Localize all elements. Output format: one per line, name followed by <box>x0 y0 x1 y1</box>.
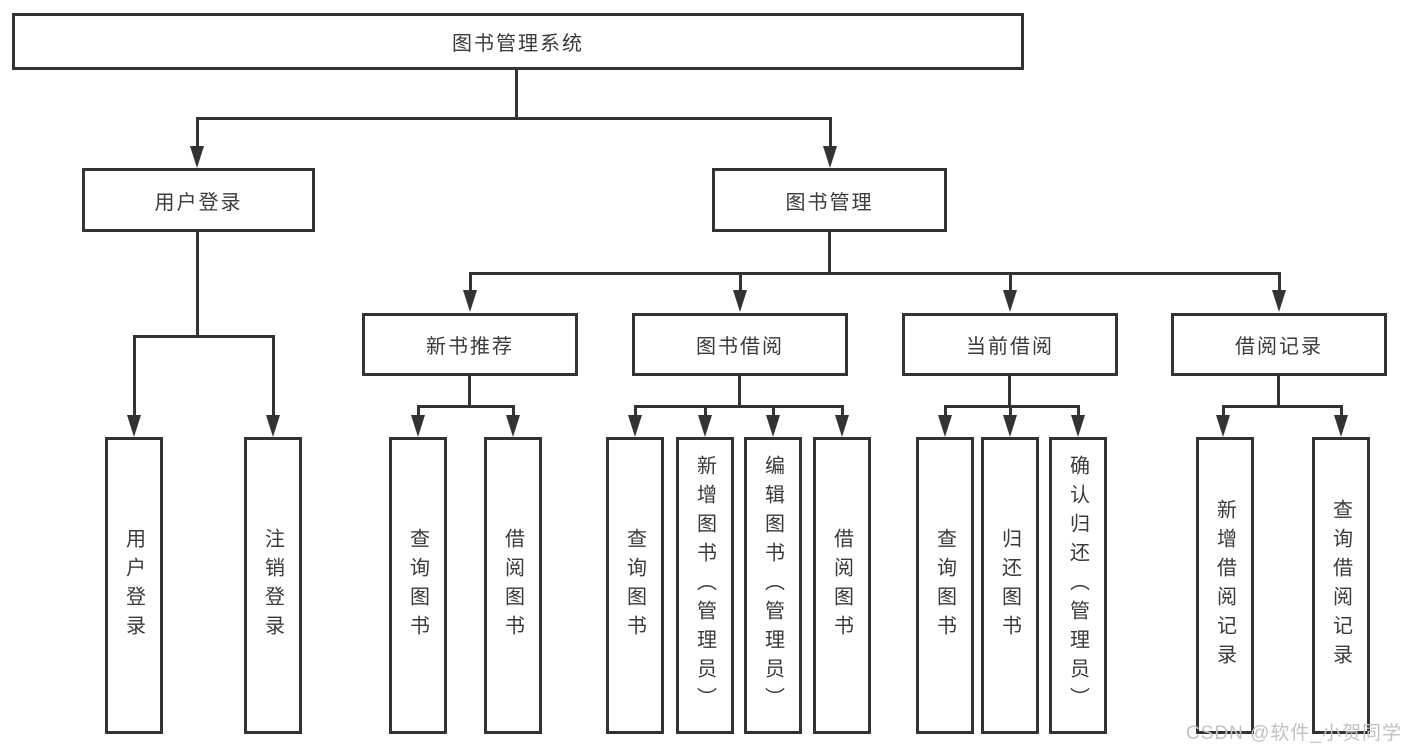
connector-line-stem <box>1340 405 1343 419</box>
leaf-br-query-borrow-record: 查询借阅记录 <box>1312 437 1370 734</box>
csdn-watermark: CSDN @软件_小贺同学 <box>1186 723 1402 744</box>
node-borrow-record-label: 借阅记录 <box>1235 336 1323 358</box>
connector-line-stem <box>417 405 420 419</box>
arrow-down-icon <box>733 290 747 312</box>
arrow-down-icon <box>938 415 952 437</box>
arrow-down-icon <box>266 415 280 437</box>
connector-line-vertical <box>468 376 471 408</box>
leaf-bb-borrow-books: 借阅图书 <box>813 437 871 734</box>
leaf-cb-return-books-label: 归还图书 <box>998 527 1021 644</box>
connector-line-stem <box>196 117 199 150</box>
node-new-book-recommend: 新书推荐 <box>362 313 578 376</box>
leaf-br-query-borrow-record-label: 查询借阅记录 <box>1329 498 1352 673</box>
arrow-down-icon <box>506 415 520 437</box>
arrow-down-icon <box>127 415 141 437</box>
leaf-bb-borrow-books-label: 借阅图书 <box>830 527 853 644</box>
connector-line-vertical <box>196 232 199 338</box>
leaf-br-add-borrow-record: 新增借阅记录 <box>1196 437 1254 734</box>
connector-line-vertical <box>738 376 741 408</box>
node-root: 图书管理系统 <box>12 13 1024 70</box>
connector-line-horizontal <box>196 117 832 120</box>
connector-line-stem <box>829 117 832 150</box>
connector-line-vertical <box>1008 376 1011 408</box>
leaf-cb-query-books-label: 查询图书 <box>933 527 956 644</box>
connector-line-horizontal <box>1222 405 1342 408</box>
leaf-bb-edit-books-admin-label: 编辑图书（管理员） <box>761 455 784 716</box>
node-current-borrow: 当前借阅 <box>902 313 1118 376</box>
arrow-down-icon <box>463 290 477 312</box>
leaf-user-login-label: 用户登录 <box>122 527 145 644</box>
arrow-down-icon <box>1272 290 1286 312</box>
node-current-borrow-label: 当前借阅 <box>966 336 1054 358</box>
leaf-cb-confirm-return-admin-label: 确认归还（管理员） <box>1066 455 1089 716</box>
leaf-bb-add-books-admin-label: 新增图书（管理员） <box>693 455 716 716</box>
connector-line-horizontal <box>634 405 843 408</box>
leaf-cb-confirm-return-admin: 确认归还（管理员） <box>1049 437 1107 734</box>
connector-line-stem <box>944 405 947 419</box>
leaf-nb-borrow-books: 借阅图书 <box>484 437 542 734</box>
node-user-login: 用户登录 <box>82 168 315 232</box>
leaf-cb-query-books: 查询图书 <box>916 437 974 734</box>
arrow-down-icon <box>1216 415 1230 437</box>
connector-line-stem <box>1009 405 1012 419</box>
connector-line-stem <box>634 405 637 419</box>
leaf-br-add-borrow-record-label: 新增借阅记录 <box>1213 498 1236 673</box>
node-book-management-label: 图书管理 <box>785 191 874 214</box>
arrow-down-icon <box>1003 290 1017 312</box>
node-new-book-recommend-label: 新书推荐 <box>426 336 514 358</box>
leaf-nb-borrow-books-label: 借阅图书 <box>501 527 524 644</box>
connector-line-stem <box>469 272 472 294</box>
leaf-nb-query-books-label: 查询图书 <box>406 527 429 644</box>
node-book-borrow: 图书借阅 <box>632 313 848 376</box>
arrow-down-icon <box>698 415 712 437</box>
node-user-login-label: 用户登录 <box>154 191 243 214</box>
leaf-user-login: 用户登录 <box>105 437 163 734</box>
arrow-down-icon <box>766 415 780 437</box>
arrow-down-icon <box>1003 415 1017 437</box>
connector-line-stem <box>1009 272 1012 294</box>
connector-line-stem <box>133 335 136 419</box>
connector-line-stem <box>1278 272 1281 294</box>
connector-line-stem <box>1077 405 1080 419</box>
connector-line-stem <box>272 335 275 419</box>
connector-line-stem <box>704 405 707 419</box>
leaf-cb-return-books: 归还图书 <box>981 437 1039 734</box>
arrow-down-icon <box>190 146 204 168</box>
leaf-logout-login-label: 注销登录 <box>261 527 284 644</box>
leaf-logout-login: 注销登录 <box>244 437 302 734</box>
connector-line-horizontal <box>469 272 1280 275</box>
connector-line-vertical <box>828 232 831 275</box>
leaf-bb-edit-books-admin: 编辑图书（管理员） <box>744 437 802 734</box>
connector-line-stem <box>739 272 742 294</box>
leaf-bb-add-books-admin: 新增图书（管理员） <box>676 437 734 734</box>
arrow-down-icon <box>823 146 837 168</box>
node-book-borrow-label: 图书借阅 <box>696 336 784 358</box>
connector-line-stem <box>772 405 775 419</box>
arrow-down-icon <box>1071 415 1085 437</box>
node-borrow-record: 借阅记录 <box>1171 313 1387 376</box>
leaf-bb-query-books: 查询图书 <box>606 437 664 734</box>
node-book-management: 图书管理 <box>712 168 947 232</box>
leaf-nb-query-books: 查询图书 <box>389 437 447 734</box>
connector-line-vertical <box>515 68 518 120</box>
connector-line-stem <box>512 405 515 419</box>
leaf-bb-query-books-label: 查询图书 <box>623 527 646 644</box>
arrow-down-icon <box>835 415 849 437</box>
connector-line-horizontal <box>417 405 514 408</box>
arrow-down-icon <box>628 415 642 437</box>
arrow-down-icon <box>1334 415 1348 437</box>
connector-line-stem <box>1222 405 1225 419</box>
connector-line-horizontal <box>133 335 274 338</box>
connector-line-vertical <box>1277 376 1280 408</box>
node-root-label: 图书管理系统 <box>452 33 584 55</box>
arrow-down-icon <box>411 415 425 437</box>
connector-line-stem <box>841 405 844 419</box>
